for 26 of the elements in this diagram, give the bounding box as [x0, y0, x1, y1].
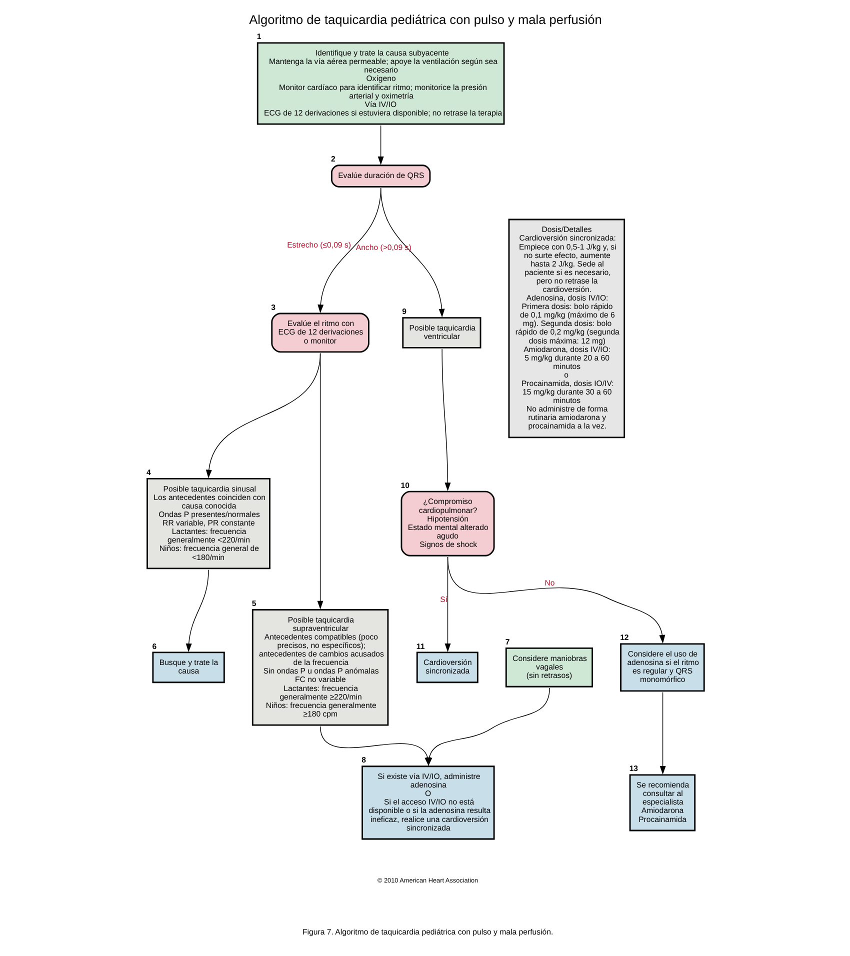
arrow	[659, 692, 666, 775]
edge-label: No	[544, 578, 554, 588]
node-label: 1	[256, 32, 261, 42]
node-label: 4	[146, 468, 150, 478]
node-label: 3	[270, 302, 276, 312]
arrow	[316, 353, 323, 610]
node-label: 10	[400, 480, 409, 490]
node-label: 11	[416, 642, 424, 651]
node-label: 8	[361, 756, 366, 765]
node-label: 12	[620, 633, 628, 642]
arrow	[441, 348, 450, 492]
node-label: 9	[402, 307, 406, 316]
edge-label: Sí	[440, 594, 448, 604]
arrow	[380, 188, 444, 318]
diagram-title: Algoritmo de taquicardia pediátrica con pulso y mala perfusión	[248, 12, 602, 27]
edge-label: Estrecho (≤0,09 s)	[286, 240, 350, 250]
caption: Figura 7. Algoritmo de taquicardia pediátrica con pulso y mala perfusión.	[302, 927, 553, 936]
arrow	[426, 688, 550, 766]
node-label: 6	[152, 642, 156, 651]
node-label: 13	[628, 764, 638, 774]
arrow	[446, 556, 665, 644]
arrow	[185, 570, 208, 652]
arrow	[377, 125, 384, 166]
node-label: 2	[330, 154, 335, 164]
node-label: 7	[504, 637, 510, 646]
node-label: 5	[251, 599, 256, 608]
